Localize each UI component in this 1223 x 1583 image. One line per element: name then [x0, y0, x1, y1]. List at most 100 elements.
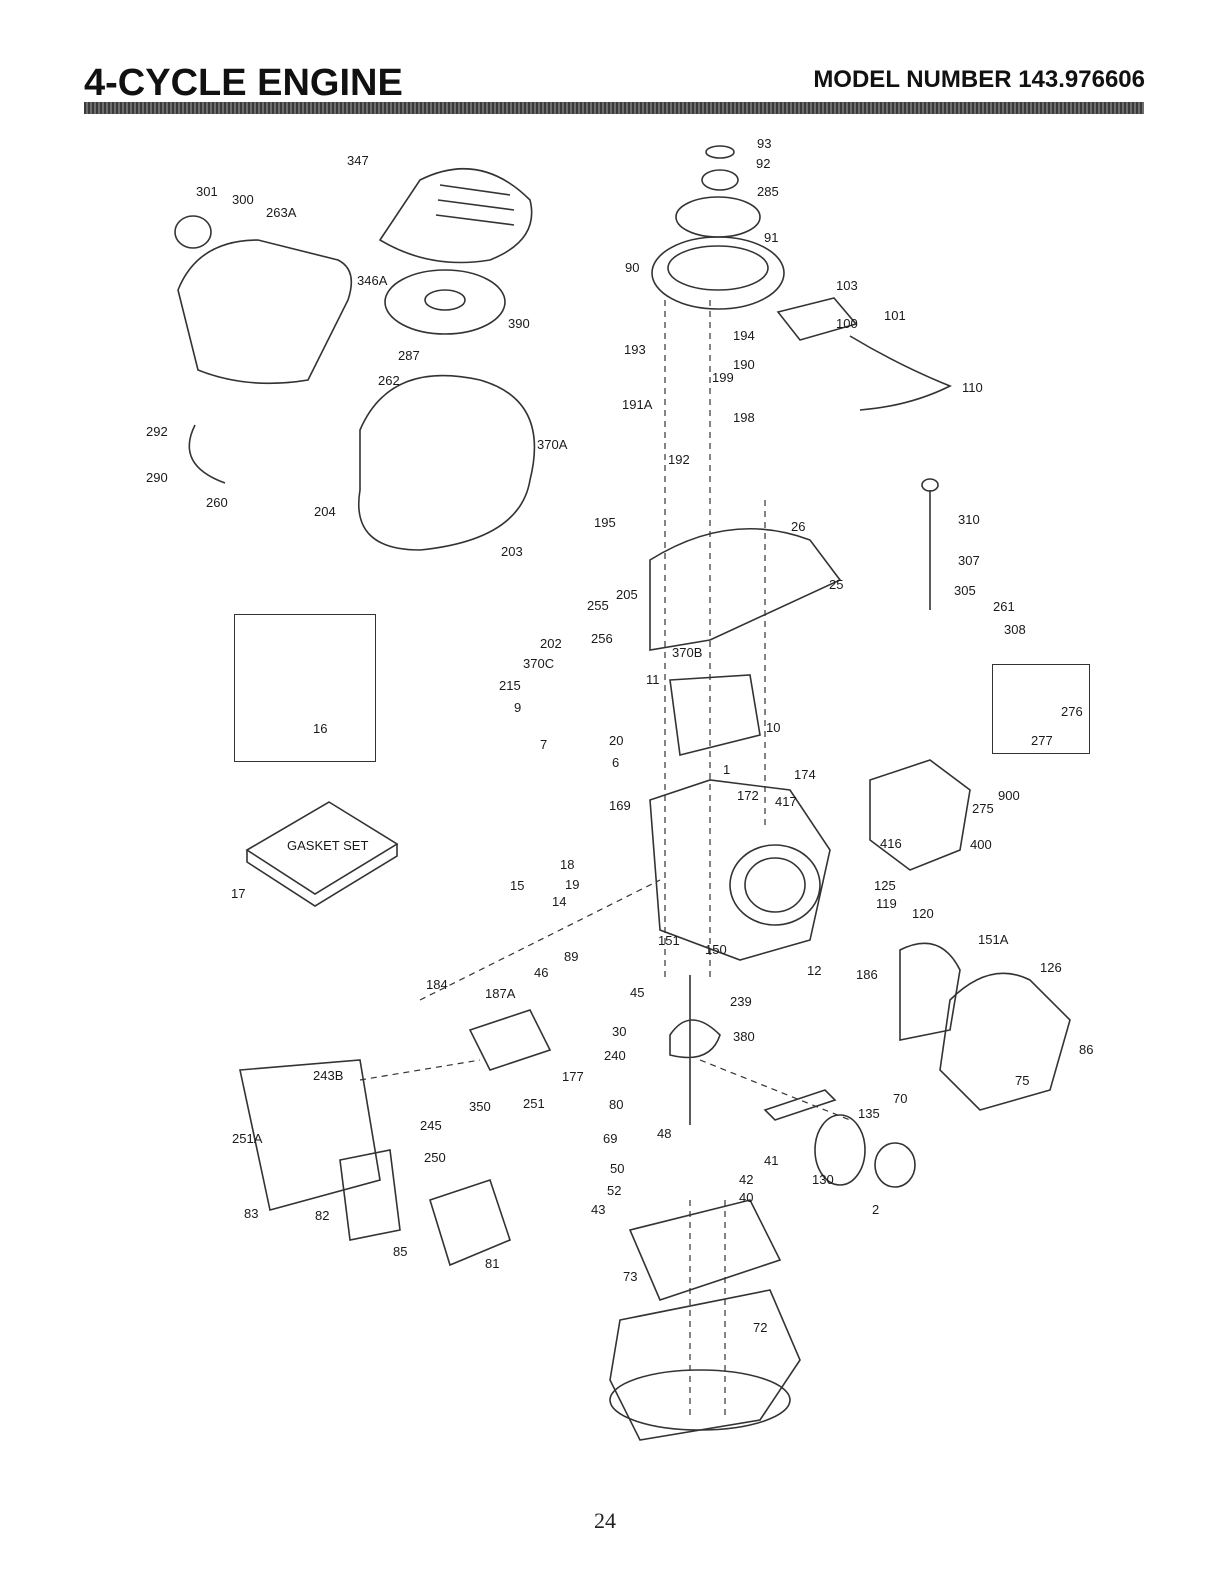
part-label-150: 150: [705, 942, 727, 957]
part-label-40: 40: [739, 1190, 753, 1205]
part-label-130: 130: [812, 1172, 834, 1187]
part-label-172: 172: [737, 788, 759, 803]
blower-shroud: [358, 374, 536, 551]
part-label-370b: 370B: [672, 645, 702, 660]
part-label-91: 91: [764, 230, 778, 245]
part-label-52: 52: [607, 1183, 621, 1198]
part-label-370c: 370C: [523, 656, 554, 671]
part-label-187a: 187A: [485, 986, 516, 1001]
part-label-119: 119: [876, 896, 897, 911]
air-filter: [339, 1149, 401, 1241]
part-label-243b: 243B: [313, 1068, 343, 1083]
part-label-202: 202: [540, 636, 562, 651]
part-label-30: 30: [612, 1024, 626, 1039]
air-filter-cover: [429, 1178, 511, 1267]
crankshaft: [669, 975, 721, 1125]
part-label-347: 347: [347, 153, 369, 168]
part-label-120: 120: [912, 906, 934, 921]
part-label-126: 126: [1040, 960, 1062, 975]
ignition-module: [776, 297, 858, 341]
oil-pan-gasket: [628, 1199, 782, 1301]
part-label-370a: 370A: [537, 437, 568, 452]
part-label-301: 301: [196, 184, 218, 199]
air-filter-base: [239, 1059, 381, 1211]
blower-base: [649, 527, 842, 651]
part-label-215: 215: [499, 678, 521, 693]
part-label-151: 151: [658, 933, 680, 948]
part-label-262: 262: [378, 373, 400, 388]
part-label-380: 380: [733, 1029, 755, 1044]
part-label-72: 72: [753, 1320, 767, 1335]
part-label-16: 16: [313, 721, 327, 736]
fan-ring: [675, 196, 761, 238]
page-title: 4-CYCLE ENGINE: [84, 62, 403, 104]
sump: [609, 1289, 801, 1441]
part-label-1: 1: [723, 762, 730, 777]
part-label-277: 277: [1031, 733, 1053, 748]
cylinder-head: [939, 972, 1071, 1111]
part-label-19: 19: [565, 877, 579, 892]
carburetor: [468, 1009, 552, 1071]
part-label-151a: 151A: [978, 932, 1009, 947]
part-label-193: 193: [624, 342, 646, 357]
part-label-43: 43: [591, 1202, 605, 1217]
part-label-25: 25: [829, 577, 843, 592]
part-label-346a: 346A: [357, 273, 388, 288]
part-label-900: 900: [998, 788, 1020, 803]
part-label-45: 45: [630, 985, 644, 1000]
part-label-191a: 191A: [622, 397, 653, 412]
part-label-239: 239: [730, 994, 752, 1009]
part-label-10: 10: [766, 720, 780, 735]
part-label-50: 50: [610, 1161, 624, 1176]
part-label-205: 205: [616, 587, 638, 602]
part-label-92: 92: [756, 156, 770, 171]
fuel-tank: [177, 239, 353, 385]
part-label-101: 101: [884, 308, 906, 323]
part-label-250: 250: [424, 1150, 446, 1165]
part-label-198: 198: [733, 410, 755, 425]
part-label-195: 195: [594, 515, 616, 530]
part-label-46: 46: [534, 965, 548, 980]
part-label-305: 305: [954, 583, 976, 598]
part-label-240: 240: [604, 1048, 626, 1063]
part-label-9: 9: [514, 700, 521, 715]
part-label-177: 177: [562, 1069, 584, 1084]
engine-cover: [378, 168, 533, 264]
air-filter-inset-box: [992, 664, 1090, 754]
part-label-192: 192: [668, 452, 690, 467]
engine-inset-box: [234, 614, 376, 762]
gasket: [669, 674, 761, 756]
part-label-390: 390: [508, 316, 530, 331]
part-label-204: 204: [314, 504, 336, 519]
part-label-42: 42: [739, 1172, 753, 1187]
part-label-251a: 251A: [232, 1131, 263, 1146]
part-label-100: 100: [836, 316, 858, 331]
part-label-174: 174: [794, 767, 816, 782]
part-label-90: 90: [625, 260, 639, 275]
part-label-400: 400: [970, 837, 992, 852]
part-label-17: 17: [231, 886, 245, 901]
part-label-26: 26: [791, 519, 805, 534]
part-label-186: 186: [856, 967, 878, 982]
piston: [814, 1114, 866, 1186]
flywheel: [651, 236, 785, 310]
part-label-261: 261: [993, 599, 1015, 614]
part-label-275: 275: [972, 801, 994, 816]
part-label-81: 81: [485, 1256, 499, 1271]
part-label-7: 7: [540, 737, 547, 752]
muffler: [869, 759, 971, 871]
part-label-135: 135: [858, 1106, 880, 1121]
part-label-12: 12: [807, 963, 821, 978]
part-label-20: 20: [609, 733, 623, 748]
fuel-cap: [174, 215, 212, 249]
part-label-276: 276: [1061, 704, 1083, 719]
part-label-287: 287: [398, 348, 420, 363]
part-label-73: 73: [623, 1269, 637, 1284]
part-label-6: 6: [612, 755, 619, 770]
part-label-251: 251: [523, 1096, 545, 1111]
part-label-169: 169: [609, 798, 631, 813]
part-label-256: 256: [591, 631, 613, 646]
ratchet: [701, 169, 739, 191]
page-number: 24: [594, 1508, 616, 1533]
starter-cup: [705, 145, 735, 159]
